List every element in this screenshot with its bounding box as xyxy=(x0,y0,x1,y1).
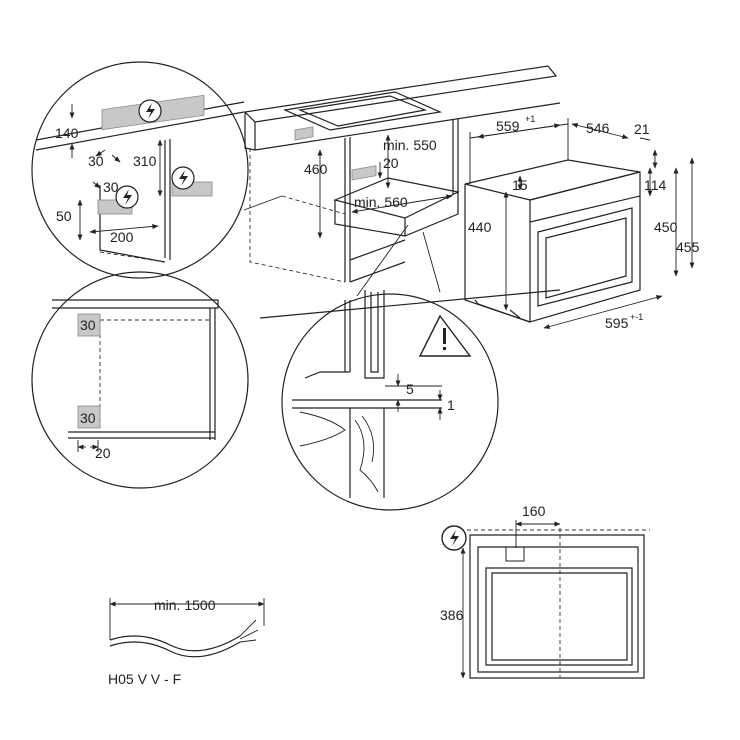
cable-type-label: H05 V V - F xyxy=(108,671,181,687)
electric-hazard-icon xyxy=(171,166,195,190)
dim-21: 21 xyxy=(634,121,650,137)
dim-450: 450 xyxy=(654,219,678,235)
dim-5: 5 xyxy=(406,381,414,397)
detail-circle-top: 140 30 310 30 50 200 xyxy=(31,61,283,279)
dim-30-mid: 30 xyxy=(103,179,119,195)
power-cable: min. 1500 H05 V V - F xyxy=(108,597,265,687)
dim-595-tol: +-1 xyxy=(630,312,643,322)
dim-460: 460 xyxy=(304,161,328,177)
electric-hazard-icon xyxy=(115,185,139,209)
main-dimensions: 460 min. 550 20 min. 560 xyxy=(304,134,453,239)
dim-310: 310 xyxy=(133,153,157,169)
electric-hazard-icon xyxy=(441,525,467,551)
dim-386: 386 xyxy=(440,607,464,623)
dim-455: 455 xyxy=(676,239,700,255)
dim-15: 15 xyxy=(512,177,528,193)
dim-30-upper: 30 xyxy=(80,317,96,333)
dim-559-tol: +1 xyxy=(525,114,535,124)
dim-114: 114 xyxy=(644,177,667,193)
detail-circle-left: 30 30 20 xyxy=(31,271,249,489)
oven-drawing: 559 +1 546 21 15 114 440 450 455 595 +-1 xyxy=(464,114,700,331)
dim-160: 160 xyxy=(522,503,546,519)
dim-min-550: min. 550 xyxy=(383,137,437,153)
electric-hazard-icon xyxy=(138,99,162,123)
dim-440: 440 xyxy=(468,219,492,235)
dim-546: 546 xyxy=(586,120,610,136)
dim-140: 140 xyxy=(55,125,79,141)
dim-30-top: 30 xyxy=(88,153,104,169)
dim-559: 559 xyxy=(496,118,520,134)
dim-1: 1 xyxy=(447,397,455,413)
kitchen-cabinet-drawing xyxy=(243,65,561,319)
dim-30-lower: 30 xyxy=(80,410,96,426)
warning-icon xyxy=(418,314,472,357)
detail-circle-section: 5 1 xyxy=(281,224,499,511)
dim-20: 20 xyxy=(383,155,399,171)
dim-50: 50 xyxy=(56,208,72,224)
front-view-drawing: 160 386 xyxy=(440,503,650,679)
dim-20-left: 20 xyxy=(95,445,111,461)
dim-595: 595 xyxy=(605,315,629,331)
dim-200: 200 xyxy=(110,229,134,245)
dim-min-560: min. 560 xyxy=(354,194,408,210)
cable-length-label: min. 1500 xyxy=(154,597,216,613)
